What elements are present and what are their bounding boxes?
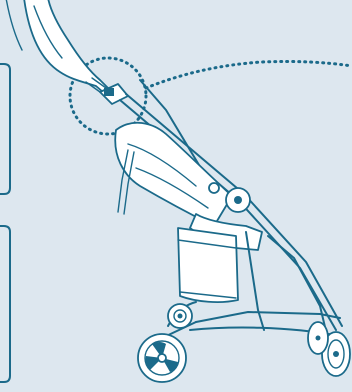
storage-basket [178,228,238,302]
upper-panel-edge [0,64,10,194]
rear-wheel-far [308,322,328,354]
front-wheel [138,334,186,382]
release-button-icon [104,88,114,96]
lower-panel-edge [0,226,10,382]
canopy-fabric [115,123,232,226]
front-small-wheel [168,304,192,328]
stroller-icon [100,80,350,382]
hand-icon [6,0,118,100]
left-panel-edges [0,64,10,382]
